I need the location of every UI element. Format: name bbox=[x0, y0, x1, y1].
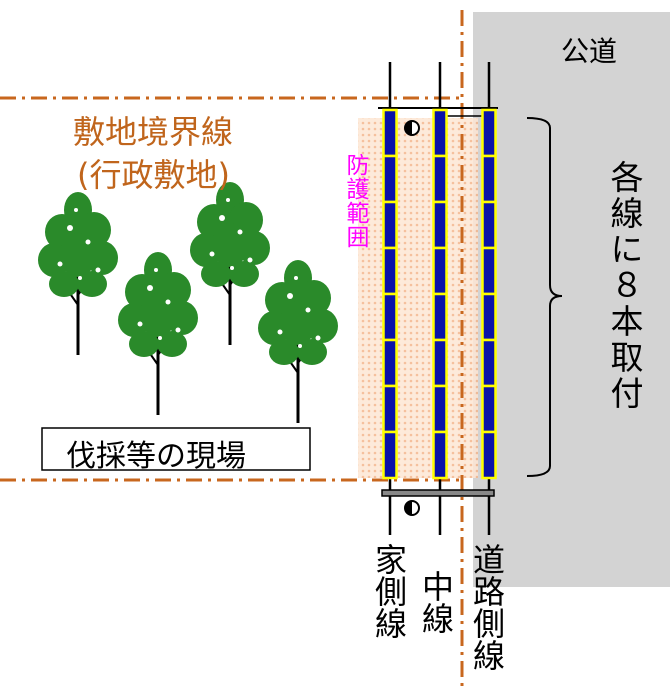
protective-cover bbox=[432, 108, 448, 158]
protection-range-label: 防護範囲 bbox=[342, 153, 368, 249]
protective-cover bbox=[382, 108, 398, 158]
protective-cover bbox=[432, 384, 448, 434]
tree-icon bbox=[36, 190, 120, 357]
top-bracket bbox=[378, 107, 498, 136]
protective-cover bbox=[382, 200, 398, 250]
protective-cover bbox=[481, 338, 497, 388]
brace bbox=[526, 117, 563, 477]
protective-cover bbox=[481, 430, 497, 480]
tree-icon bbox=[116, 250, 200, 417]
protective-cover bbox=[481, 292, 497, 342]
bottom-bracket bbox=[381, 489, 495, 516]
protective-cover bbox=[432, 200, 448, 250]
protective-cover bbox=[382, 246, 398, 296]
site-label: 伐採等の現場 bbox=[66, 439, 246, 474]
house-side-line-label: 家側線 bbox=[370, 543, 408, 639]
protective-cover bbox=[432, 338, 448, 388]
public-road-label: 公道 bbox=[561, 35, 618, 68]
protective-cover bbox=[481, 154, 497, 204]
protective-cover bbox=[481, 246, 497, 296]
protective-cover bbox=[382, 338, 398, 388]
tree-icon bbox=[188, 180, 272, 347]
protective-cover bbox=[481, 108, 497, 158]
per-line-label: 各線に８本取付 bbox=[605, 160, 644, 412]
protective-cover bbox=[481, 384, 497, 434]
protective-cover bbox=[382, 154, 398, 204]
site-box bbox=[41, 427, 311, 471]
protective-cover bbox=[382, 292, 398, 342]
protective-cover bbox=[382, 430, 398, 480]
boundary-line-sub-label: (行政敷地) bbox=[77, 156, 230, 194]
public-road-area bbox=[473, 12, 670, 587]
protective-cover bbox=[481, 200, 497, 250]
tree-icon bbox=[256, 258, 340, 425]
boundary-line-label: 敷地境界線 bbox=[73, 113, 234, 151]
protective-cover bbox=[432, 292, 448, 342]
road-side-line-label: 道路側線 bbox=[468, 543, 506, 671]
protective-cover bbox=[432, 246, 448, 296]
protective-cover bbox=[432, 154, 448, 204]
middle-line-label: 中線 bbox=[417, 570, 455, 634]
protection-range-area bbox=[358, 118, 478, 478]
protective-cover bbox=[432, 430, 448, 480]
protective-cover bbox=[382, 384, 398, 434]
